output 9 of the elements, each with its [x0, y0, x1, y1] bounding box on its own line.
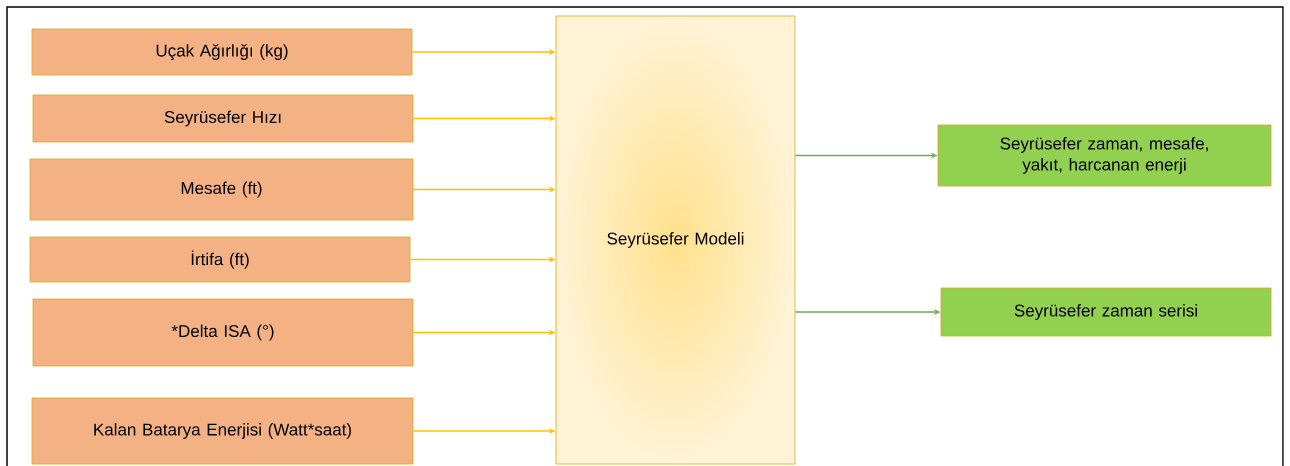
input-box: *Delta ISA (°) [32, 298, 414, 367]
model-box: Seyrüsefer Modeli [555, 15, 796, 465]
input-box: Mesafe (ft) [29, 158, 414, 221]
output-box: Seyrüsefer zaman, mesafe, yakıt, harcanan enerji [937, 124, 1272, 187]
input-box: İrtifa (ft) [29, 236, 411, 283]
input-box: Uçak Ağırlığı (kg) [31, 28, 413, 76]
output-box: Seyrüsefer zaman serisi [940, 287, 1272, 337]
input-box: Kalan Batarya Enerjisi (Watt*saat) [31, 397, 414, 465]
input-box: Seyrüsefer Hızı [32, 94, 414, 143]
